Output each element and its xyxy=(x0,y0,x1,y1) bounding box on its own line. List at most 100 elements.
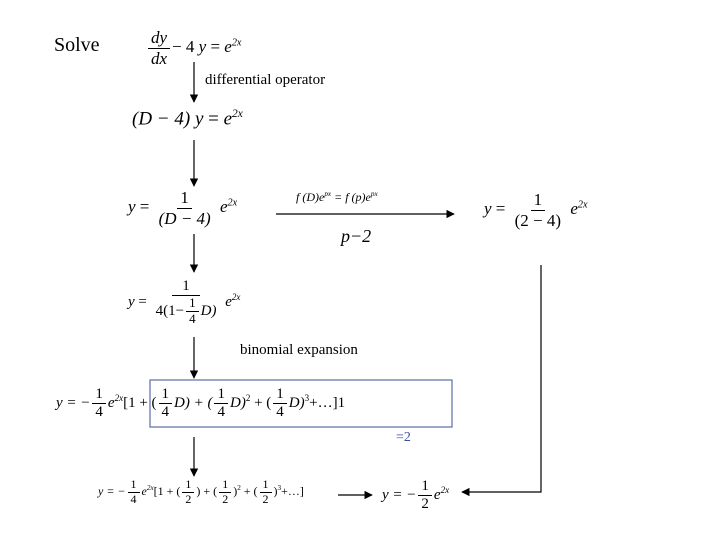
e-base: e xyxy=(107,395,115,412)
exponent: 2x xyxy=(440,485,450,496)
equation-inverse: y = 1(D − 4) e2x xyxy=(128,188,237,228)
final-num: 1 xyxy=(418,478,432,497)
exponent: 2x xyxy=(146,484,154,493)
e-base: e xyxy=(223,108,233,130)
e-base: e xyxy=(570,198,578,218)
y-var: y xyxy=(198,36,207,56)
e-base: e xyxy=(224,36,232,56)
b-exp: 2 xyxy=(237,484,241,493)
equals: = xyxy=(139,196,150,216)
term2-post: D) xyxy=(229,395,246,412)
equals: = xyxy=(495,198,506,218)
a-den: 2 xyxy=(185,491,192,506)
final-den: 2 xyxy=(421,496,429,513)
term1-post: D) + ( xyxy=(174,395,213,412)
exponent: 2x xyxy=(577,199,588,211)
coef-den: 4 xyxy=(130,491,137,506)
series-highlight-box xyxy=(149,379,453,428)
b-post: ) xyxy=(233,484,238,499)
operator-lhs: (D − 4) xyxy=(132,108,191,130)
numerator: 1 xyxy=(530,190,546,211)
term3-exp: 3 xyxy=(304,393,310,404)
annotation-eq2: =2 xyxy=(396,430,411,445)
series-close: +…] xyxy=(281,484,304,499)
numerator: 1 xyxy=(172,278,200,297)
y-var: y xyxy=(194,108,204,130)
term3-den: 4 xyxy=(276,404,284,421)
a-post: ) + ( xyxy=(196,484,218,499)
e-base: e xyxy=(225,294,232,310)
series-lead: y = − xyxy=(56,395,91,412)
series-open: [1 + ( xyxy=(153,484,181,499)
quarter-den: 4 xyxy=(189,311,196,327)
term2-den: 4 xyxy=(217,404,225,421)
equation-operator: (D − 4) y = e2x xyxy=(132,108,243,130)
denominator: (D − 4) xyxy=(158,208,211,228)
coef-num: 1 xyxy=(92,386,106,405)
exponent: 2x xyxy=(232,108,243,120)
numerator: 1 xyxy=(177,188,192,209)
shift-rule: f (D)epx = f (p)epx xyxy=(296,190,378,205)
equals: = xyxy=(208,108,219,130)
den-prefix: 4(1− xyxy=(155,303,185,320)
e-base: e xyxy=(219,196,228,216)
term2-tail: + ( xyxy=(250,395,272,412)
y-var: y xyxy=(128,196,136,216)
e-base: e xyxy=(141,484,147,499)
dy-numerator: dy xyxy=(148,28,171,49)
substituted-fraction: 1(2 − 4) xyxy=(512,190,564,230)
substitution-label: p−2 xyxy=(341,226,372,246)
rule-lhs: f (D)e xyxy=(296,190,325,204)
c-num: 1 xyxy=(259,477,272,493)
denominator: (2 − 4) xyxy=(514,210,562,230)
series-close: +…]1 xyxy=(309,395,346,412)
exponent: 2x xyxy=(114,393,124,404)
term1-den: 4 xyxy=(161,404,170,421)
c-exp: 3 xyxy=(277,484,282,493)
e-base: e xyxy=(433,487,441,504)
equals: = xyxy=(210,36,221,56)
term2-num: 1 xyxy=(214,386,228,405)
a-num: 1 xyxy=(182,477,195,493)
coef-den: 4 xyxy=(95,404,103,421)
coef-num: 1 xyxy=(127,477,140,493)
exponent: 2x xyxy=(227,197,238,209)
term3-num: 1 xyxy=(273,386,287,405)
y-var: y xyxy=(128,294,135,310)
y-var: y xyxy=(484,198,492,218)
solve-label: Solve xyxy=(54,34,100,56)
final-lead: y = − xyxy=(382,487,417,504)
rule-exp-2: px xyxy=(370,190,378,198)
term3-post: D) xyxy=(288,395,305,412)
exponent: 2x xyxy=(231,292,241,302)
inverse-fraction: 1(D − 4) xyxy=(156,188,214,228)
b-num: 1 xyxy=(219,477,232,493)
arrow-right-path xyxy=(461,265,542,497)
term2-exp: 2 xyxy=(245,393,251,404)
equation-substituted: y = 1(2 − 4) e2x xyxy=(484,190,587,230)
quarter-num: 1 xyxy=(186,295,199,313)
c-post: ) xyxy=(273,484,278,499)
rule-rhs: = f (p)e xyxy=(331,190,371,204)
exponent: 2x xyxy=(231,37,242,49)
c-den: 2 xyxy=(262,491,269,506)
series-open: [1 + ( xyxy=(123,395,157,412)
series-lead: y = − xyxy=(98,484,126,499)
